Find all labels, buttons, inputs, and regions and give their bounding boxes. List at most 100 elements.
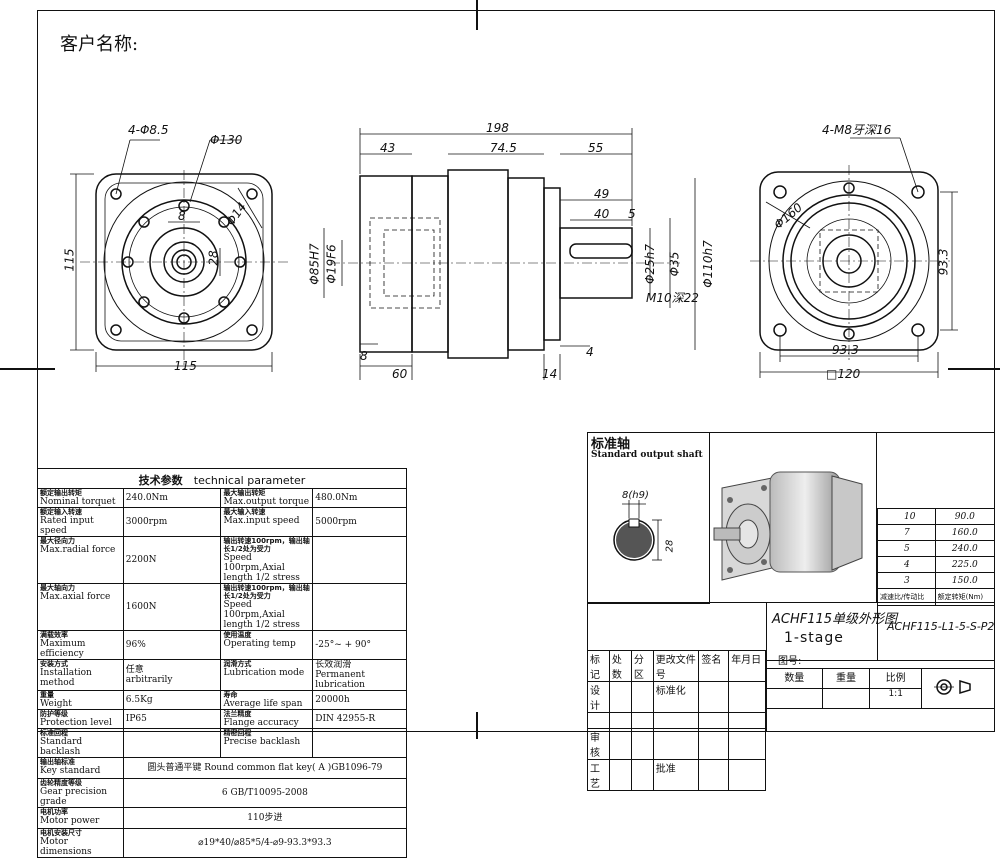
revision-header-cell: 处数: [608, 650, 632, 682]
dim-4: 4: [586, 345, 594, 359]
param-label-zh: 使用温度: [223, 631, 252, 639]
model-code: ACHF115-L1-5-S-P2: [887, 620, 995, 633]
param-label-en: Key standard: [40, 766, 101, 776]
param-value: 任意 arbitrarily: [122, 659, 222, 691]
param-label-zh: 最大输出转矩: [223, 489, 266, 497]
param-value: [312, 536, 407, 584]
qty-table: 数量 重量 比例 1:1: [766, 668, 995, 709]
drawing-no-label: 图号:: [778, 656, 802, 667]
param-label-en: Average life span: [223, 699, 303, 709]
customer-label: 客户名称:: [60, 34, 139, 55]
param-value: 110步进: [122, 807, 408, 829]
param-label-en: Rated input speed: [40, 516, 94, 536]
stage-label: 1-stage: [784, 630, 844, 646]
dim-49: 49: [594, 187, 610, 201]
param-value: 20000h: [312, 690, 407, 710]
gearbox-iso-image: [713, 471, 863, 581]
dim-w93-3: 93.3: [832, 343, 859, 357]
param-label-zh: 最大径向力: [40, 537, 75, 545]
revision-header-cell: 更改文件号: [652, 650, 700, 682]
dim-height: 115: [62, 248, 77, 272]
scale-value: 1:1: [869, 688, 923, 709]
param-label-zh: 输出转速100rpm，输出轴长1/2处为受力: [223, 584, 310, 600]
qty-label: 数量: [766, 668, 823, 689]
param-label-en: Max.radial force: [40, 545, 116, 555]
torque-value: 160.0: [934, 524, 996, 541]
param-value: 圆头普通平键 Round common flat key( A )GB1096-…: [122, 757, 408, 779]
dim-square: □120: [826, 367, 861, 381]
param-label-zh: 齿轮精度等级: [40, 779, 82, 787]
param-label-zh: 寿命: [223, 691, 238, 699]
shaft-title: 标准轴: [591, 437, 631, 452]
dim-shaft1: Φ25h7: [642, 244, 657, 284]
shaft-section-drawing: [613, 500, 662, 561]
param-label-en: Operating temp: [223, 639, 296, 649]
param-label-zh: 法兰精度: [223, 710, 252, 718]
param-value: 6 GB/T10095-2008: [122, 778, 408, 808]
param-label-en: Flange accuracy: [223, 718, 299, 728]
review-label: 审核: [587, 728, 610, 760]
param-value: 3000rpm: [122, 507, 222, 537]
param-label-zh: 重量: [40, 691, 54, 699]
param-value: 2200N: [122, 536, 222, 584]
param-label-en: Speed 100rpm,Axial length 1/2 stress: [223, 553, 300, 583]
torque-value: 90.0: [934, 508, 996, 525]
rear-view-drawing: [750, 137, 958, 378]
dim-spigot: Φ110h7: [700, 240, 715, 288]
param-label-zh: 防护等级: [40, 710, 68, 718]
projection-icon: [934, 679, 971, 695]
ratio-header-torque: 额定转矩(Nm): [934, 588, 996, 606]
dim-40: 40: [594, 207, 610, 221]
param-label-en: Protection level: [40, 718, 112, 728]
front-view-drawing: [70, 139, 290, 372]
revision-header-cell: 年月日: [728, 650, 766, 682]
param-label-en: Gear precision grade: [40, 787, 108, 807]
side-view-drawing: [323, 128, 696, 380]
param-label-en: Lubrication mode: [223, 668, 305, 678]
param-label-zh: 精密回程: [223, 729, 252, 737]
ratio-value: 4: [877, 556, 936, 573]
dim-h93-3: 93.3: [936, 248, 951, 276]
standard-label: 标准化: [652, 681, 700, 713]
param-label-en: Nominal torquet: [40, 497, 116, 507]
ratio-value: 10: [877, 508, 936, 525]
param-value: 6.5Kg: [122, 690, 222, 710]
shaft-subtitle: Standard output shaft: [591, 450, 703, 460]
tech-title: 技术参数 technical parameter: [37, 468, 407, 489]
param-value: 长效润滑 Permanent lubrication: [312, 659, 407, 691]
param-label-zh: 额定输出转矩: [40, 489, 82, 497]
param-value: DIN 42955-R: [312, 709, 407, 729]
dim-total: 198: [486, 121, 509, 135]
dim-bore2: Φ19F6: [324, 244, 339, 284]
drawing-name: ACHF115单级外形图: [772, 612, 898, 627]
revision-header-cell: 分区: [630, 650, 654, 682]
shaft-key-dim: 8(h9): [622, 490, 649, 501]
param-value: [122, 728, 222, 758]
dim-74-5: 74.5: [490, 141, 517, 155]
param-label-zh: 电机功率: [40, 808, 68, 816]
param-value: -25°~ + 90°: [312, 630, 407, 660]
param-value: 1600N: [122, 583, 222, 631]
dim-5: 5: [628, 207, 636, 221]
param-label-en: Motor power: [40, 816, 100, 826]
design-label: 设计: [587, 681, 610, 713]
torque-value: 225.0: [934, 556, 996, 573]
approve-label: 批准: [652, 759, 700, 791]
center-mark-bottom: [476, 712, 478, 739]
dim-thread: M10深22: [646, 291, 699, 305]
